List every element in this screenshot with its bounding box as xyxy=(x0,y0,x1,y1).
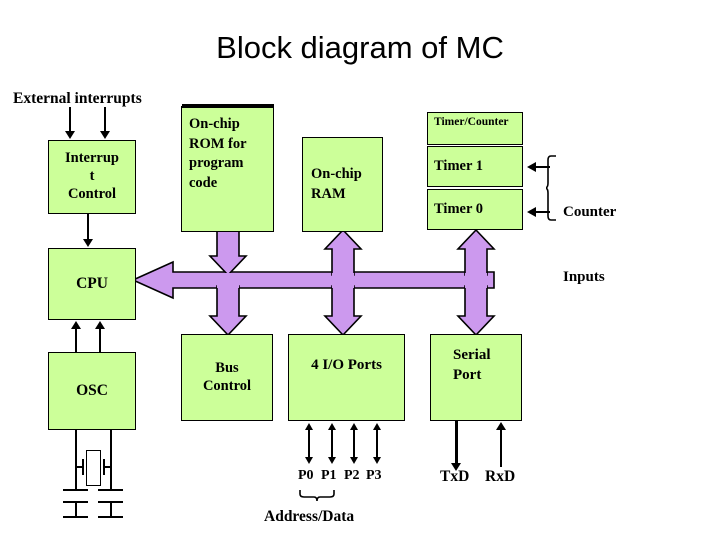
port-p0-line xyxy=(308,429,310,459)
bus-branch-buscontrol-down xyxy=(208,285,248,337)
interrupt-control-line-2: t xyxy=(89,168,95,185)
rom-top-shadow xyxy=(182,104,274,108)
block-cpu[interactable]: CPU xyxy=(48,248,136,320)
timer-1-label: Timer 1 xyxy=(434,157,484,174)
port-p2-label: P2 xyxy=(344,468,360,483)
internal-bus-arrow xyxy=(131,260,495,300)
bus-control-line-2: Control xyxy=(202,377,252,394)
interrupt-control-line-3: Control xyxy=(67,185,117,202)
block-onchip-ram[interactable]: On-chip RAM xyxy=(302,137,383,232)
block-osc[interactable]: OSC xyxy=(48,352,136,430)
bus-junction-ram xyxy=(332,273,354,288)
block-timer-0[interactable]: Timer 0 xyxy=(427,189,523,230)
osc-label: OSC xyxy=(76,381,108,399)
counter-input-arrowhead-2 xyxy=(527,207,536,217)
txd-arrowhead xyxy=(451,463,461,471)
rom-line-3: program xyxy=(189,155,244,172)
block-serial-port[interactable]: Serial Port xyxy=(430,334,522,421)
bus-branch-ioports-down xyxy=(323,285,363,337)
external-interrupt-line-1 xyxy=(69,107,71,133)
osc-to-cpu-line-2 xyxy=(99,328,101,354)
timer-0-label: Timer 0 xyxy=(434,200,484,217)
external-interrupt-arrowhead-2 xyxy=(100,131,110,139)
crystal-plate-lead-left xyxy=(75,466,83,468)
ground-2 xyxy=(98,516,123,518)
external-interrupts-label: External interrupts xyxy=(13,90,142,107)
block-timer-1[interactable]: Timer 1 xyxy=(427,146,523,187)
interrupt-to-cpu-arrowhead xyxy=(83,239,93,247)
port-p0-arrowhead-up xyxy=(305,423,313,430)
port-p0-arrowhead-down xyxy=(305,457,313,464)
rxd-arrowhead xyxy=(496,422,506,430)
port-p2-arrowhead-up xyxy=(350,423,358,430)
page-title: Block diagram of MC xyxy=(216,30,504,65)
address-data-label: Address/Data xyxy=(264,508,355,525)
osc-to-cpu-line-1 xyxy=(75,328,77,354)
bus-control-line-1: Bus xyxy=(215,359,239,376)
osc-to-cpu-arrowhead-2 xyxy=(95,321,105,329)
block-timer-counter-header[interactable]: Timer/Counter xyxy=(427,112,523,145)
io-ports-label: 4 I/O Ports xyxy=(311,357,382,373)
counter-input-line-1 xyxy=(536,166,550,168)
port-p1-line xyxy=(331,429,333,459)
bus-branch-timer-up xyxy=(456,228,496,276)
port-p2-line xyxy=(353,429,355,459)
rom-line-2: ROM for xyxy=(189,135,247,152)
rxd-line xyxy=(500,429,502,467)
capacitor-1-bottom-lead xyxy=(75,501,77,516)
crystal-plate-right xyxy=(103,459,105,475)
bus-branch-rom-down xyxy=(208,229,248,277)
bus-branch-ram-up xyxy=(323,228,363,276)
port-p2-arrowhead-down xyxy=(350,457,358,464)
ram-line-2: RAM xyxy=(311,185,346,202)
rom-line-4: code xyxy=(189,174,218,191)
port-p3-label: P3 xyxy=(366,468,382,483)
timer-counter-header-label: Timer/Counter xyxy=(434,116,509,128)
crystal-lead-right xyxy=(110,430,112,490)
interrupt-control-line-1: Interrup xyxy=(65,150,119,167)
txd-label: TxD xyxy=(440,468,470,485)
rom-line-1: On-chip xyxy=(189,116,240,132)
osc-to-cpu-arrowhead-1 xyxy=(71,321,81,329)
address-data-brace xyxy=(299,490,335,502)
bus-junction-rom xyxy=(217,273,239,288)
port-p1-arrowhead-up xyxy=(328,423,336,430)
port-p1-label: P1 xyxy=(321,468,337,483)
serial-port-line-1: Serial xyxy=(453,347,491,363)
counter-inputs-label: Counter Inputs xyxy=(563,158,616,332)
block-interrupt-control[interactable]: Interrup t Control xyxy=(48,140,136,214)
block-bus-control[interactable]: Bus Control xyxy=(181,334,273,421)
external-interrupt-arrowhead-1 xyxy=(65,131,75,139)
port-p3-line xyxy=(376,429,378,459)
counter-input-arrowhead-1 xyxy=(527,162,536,172)
crystal-lead-left xyxy=(75,430,77,490)
counter-inputs-line-1: Counter xyxy=(563,203,617,220)
crystal-plate-lead-right xyxy=(104,466,111,468)
port-p3-arrowhead-up xyxy=(373,423,381,430)
interrupt-to-cpu-line xyxy=(87,214,89,240)
txd-line xyxy=(455,421,458,465)
cpu-label: CPU xyxy=(76,274,108,292)
ram-line-1: On-chip xyxy=(311,165,362,182)
capacitor-2-top-plate xyxy=(98,489,123,491)
port-p3-arrowhead-down xyxy=(373,457,381,464)
bus-junction-timer xyxy=(465,273,487,288)
ground-1 xyxy=(63,516,88,518)
rxd-label: RxD xyxy=(485,468,516,485)
block-io-ports[interactable]: 4 I/O Ports xyxy=(288,334,405,421)
serial-port-line-2: Port xyxy=(453,367,482,384)
capacitor-2-bottom-lead xyxy=(110,501,112,516)
counter-inputs-brace xyxy=(546,155,556,221)
counter-inputs-line-2: Inputs xyxy=(563,268,605,285)
crystal-body xyxy=(86,450,101,486)
capacitor-1-top-plate xyxy=(63,489,88,491)
external-interrupt-line-2 xyxy=(104,107,106,133)
port-p0-label: P0 xyxy=(298,468,314,483)
counter-input-line-2 xyxy=(536,211,550,213)
port-p1-arrowhead-down xyxy=(328,457,336,464)
bus-branch-serialport-down xyxy=(456,285,496,337)
block-onchip-rom[interactable]: On-chip ROM for program code xyxy=(181,106,274,232)
